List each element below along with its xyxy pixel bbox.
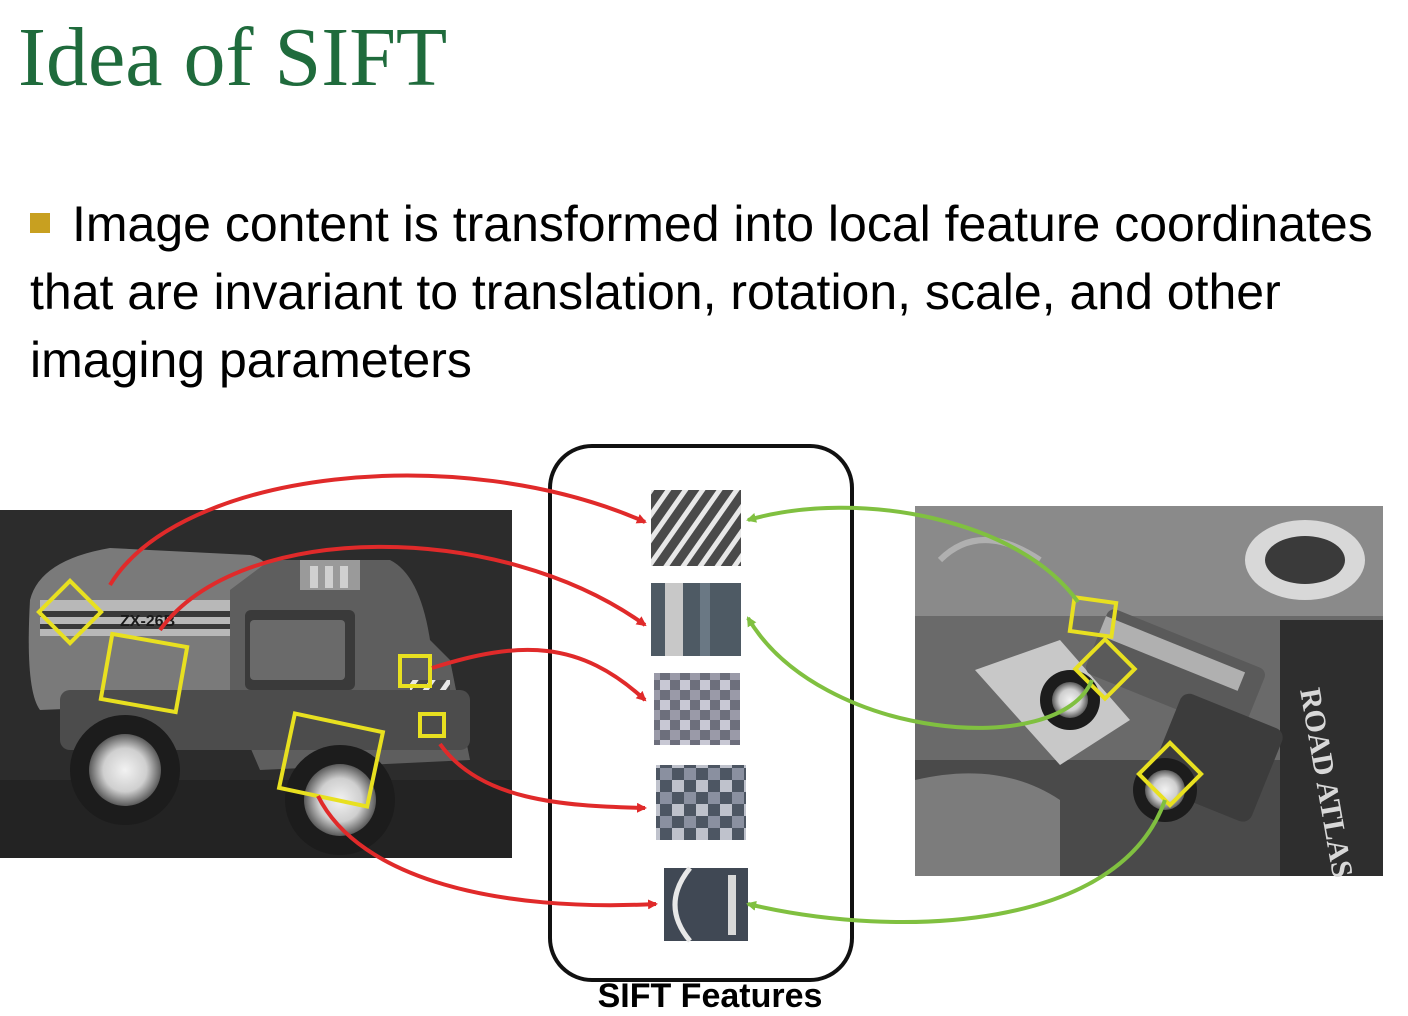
- square-bullet-icon: [30, 213, 50, 233]
- feature-patch-2: [651, 583, 741, 656]
- feature-patch-3: [654, 673, 740, 745]
- right-photo-scene: ROAD ATLAS: [915, 506, 1383, 880]
- figure-caption: SIFT Features: [597, 977, 823, 1015]
- slide-title: Idea of SIFT: [18, 11, 448, 104]
- feature-patch-1: [651, 490, 741, 566]
- feature-patch-5: [664, 866, 748, 943]
- bullet-text: Image content is transformed into local …: [30, 196, 1373, 388]
- right-to-feature-arrows: [746, 505, 1167, 925]
- left-keypoint-boxes: [36, 578, 446, 809]
- left-photo-truck: ZX-26B: [0, 510, 512, 858]
- feature-patch-4: [656, 765, 746, 840]
- bullet-point: Image content is transformed into local …: [30, 190, 1390, 394]
- left-to-feature-arrows: [108, 473, 658, 910]
